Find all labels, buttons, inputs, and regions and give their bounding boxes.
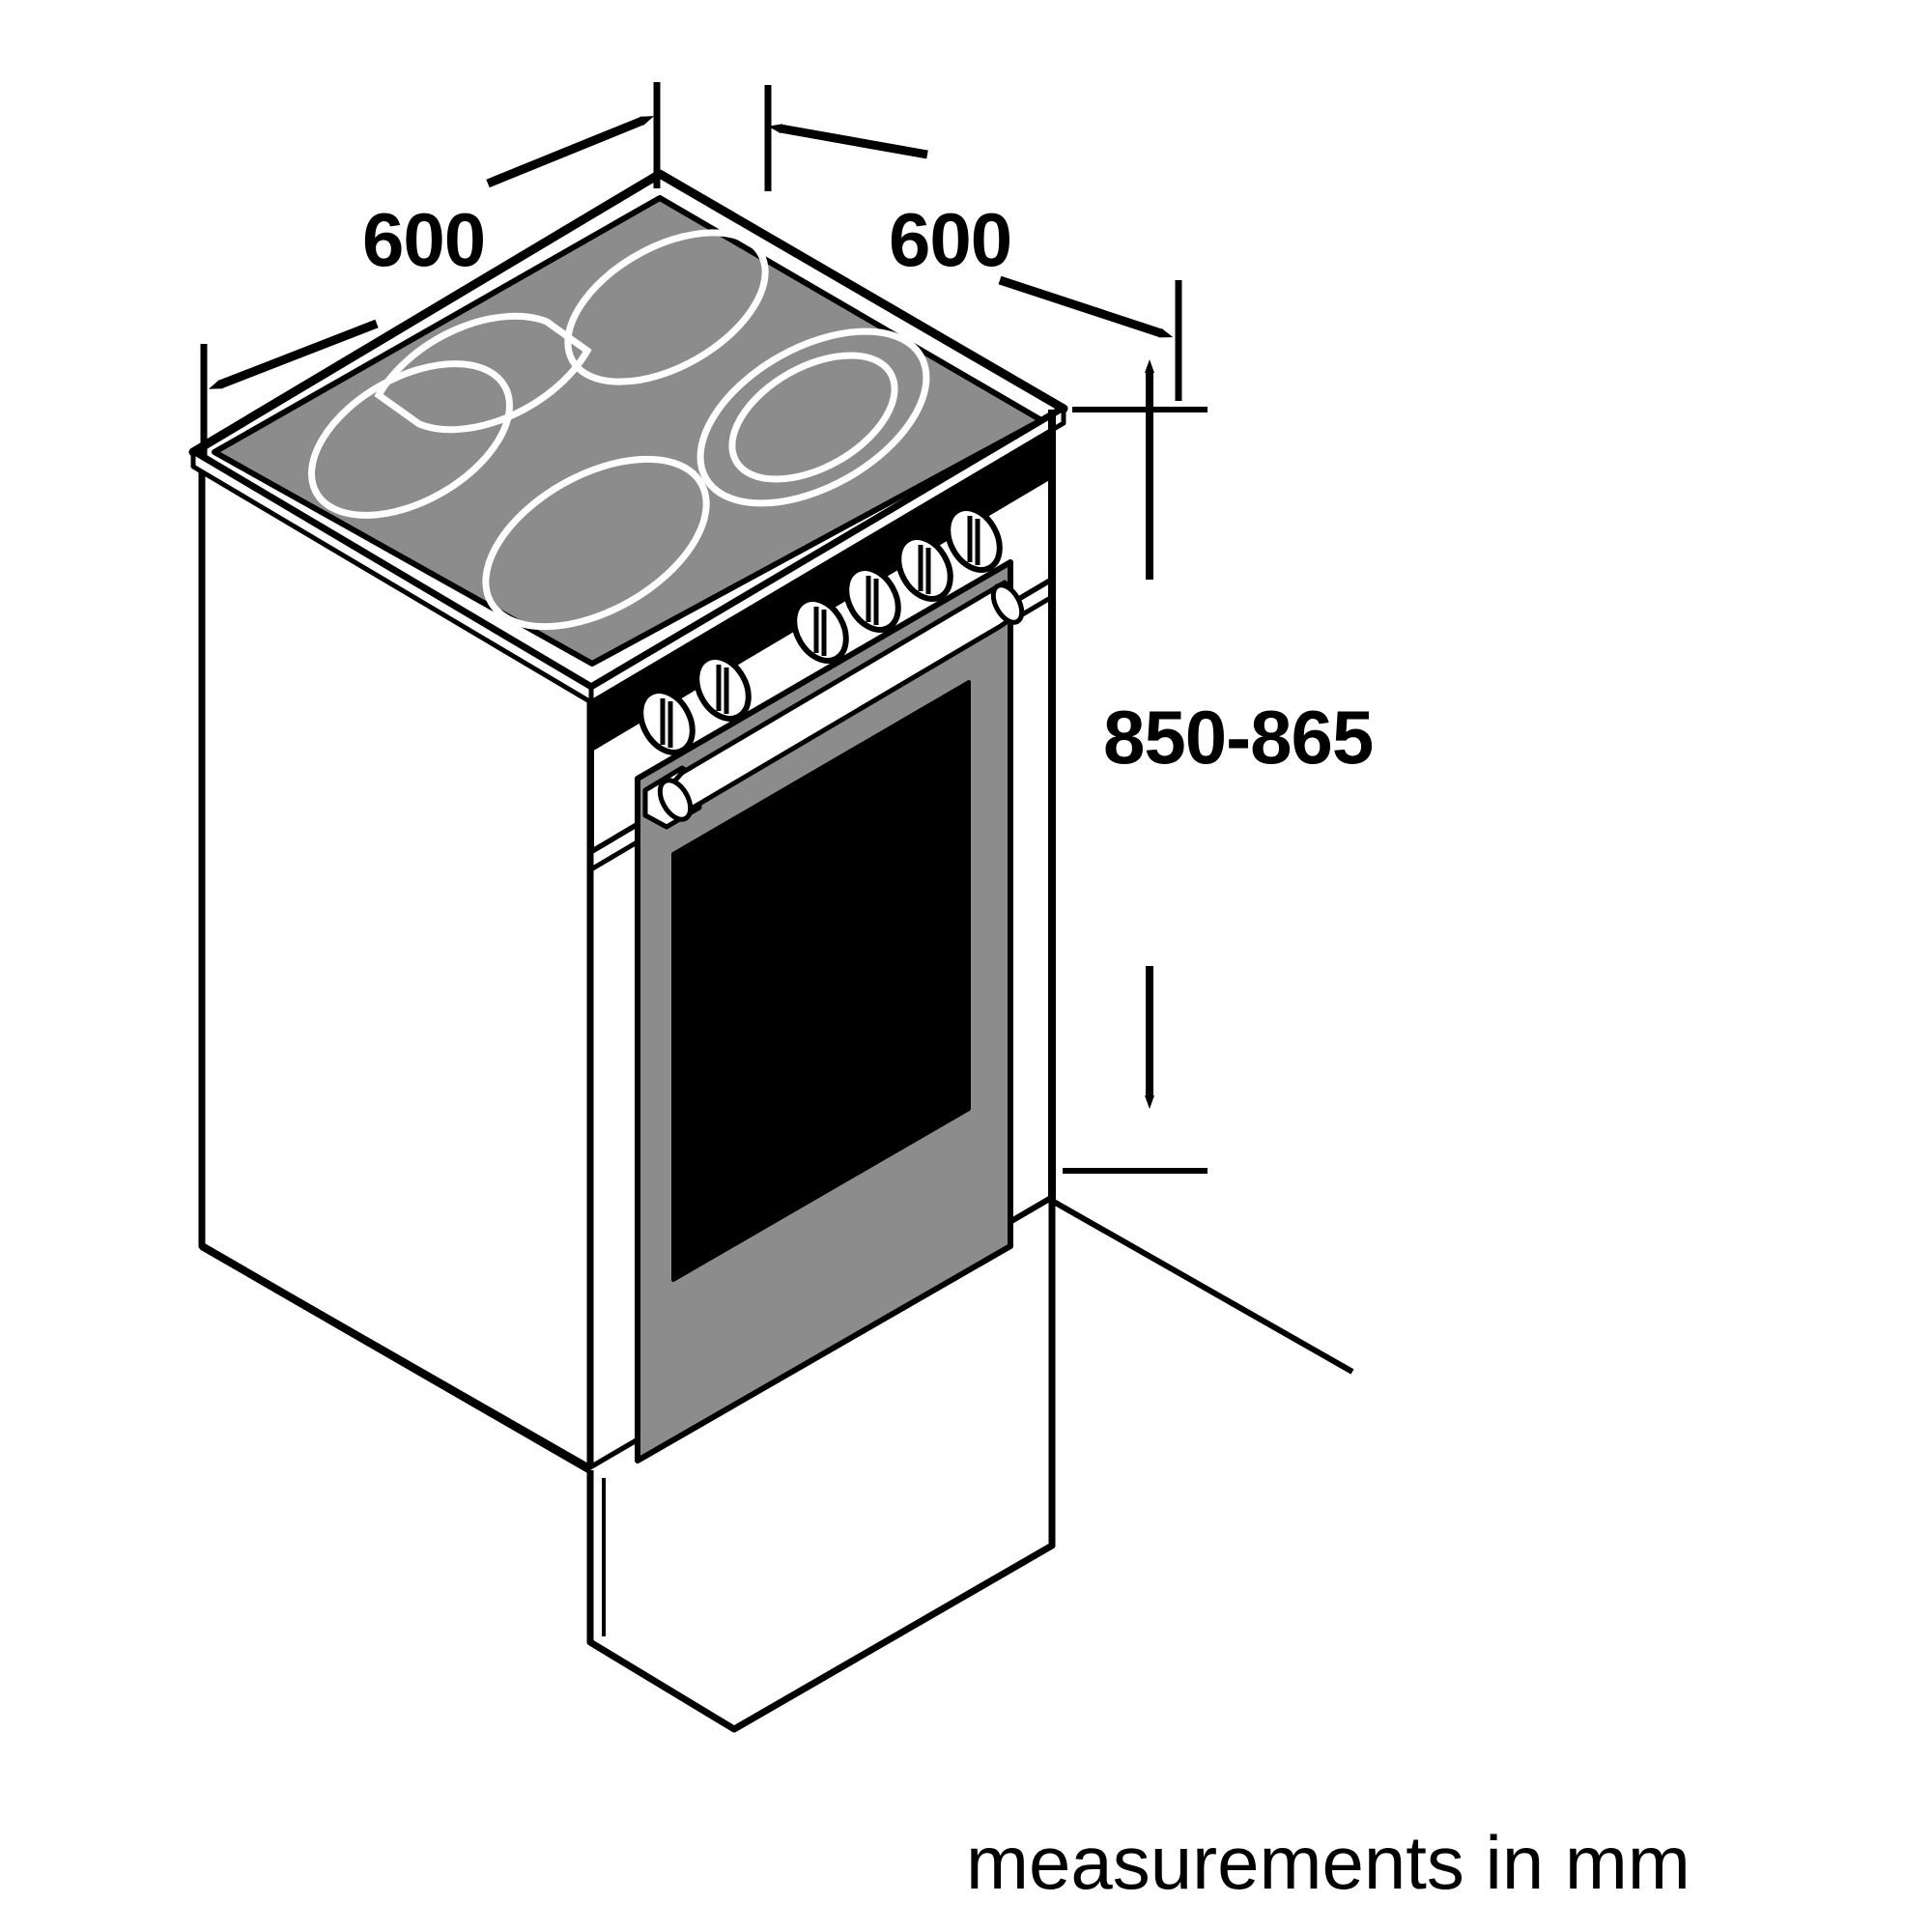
left-panel-bottom-edge	[200, 1242, 592, 1474]
dimension-label-depth: 600	[362, 197, 485, 282]
oven-door[interactable]	[635, 559, 1028, 1463]
dimension-width: 600	[764, 85, 1182, 401]
dimension-depth: 600	[200, 82, 661, 459]
hob-zone-rear-left	[564, 229, 769, 385]
dimension-height: 850-865	[1050, 359, 1374, 1375]
hob-zone-rear-right-outer	[696, 327, 930, 507]
hob-zone-rear-right-inner	[728, 352, 898, 483]
knob-4[interactable]	[836, 559, 908, 639]
door-handle-end-cap	[657, 778, 694, 822]
knob-2[interactable]	[686, 648, 758, 728]
depth-dimension-line-lower	[208, 319, 379, 389]
width-dimension-line-right	[998, 275, 1174, 338]
ceramic-hob	[188, 169, 1068, 705]
hob-zone-front-left-oval	[374, 312, 592, 434]
knob-6[interactable]	[937, 499, 1009, 580]
measurement-unit-caption: measurements in mm	[966, 1820, 1690, 1905]
dimension-label-height: 850-865	[1103, 695, 1373, 780]
depth-dimension-line-upper	[486, 116, 655, 188]
door-handle-right-cap	[990, 582, 1025, 625]
width-dimension-line-left	[768, 124, 928, 159]
height-base-lead-line	[1050, 1198, 1354, 1375]
hob-zone-front-right	[482, 455, 710, 631]
hob-zone-front-left-circle	[308, 360, 513, 519]
knob-3[interactable]	[783, 590, 856, 670]
knob-5[interactable]	[888, 528, 960, 609]
dimension-label-width: 600	[889, 197, 1011, 282]
oven-door-glass	[671, 680, 971, 1282]
base-outline	[586, 1201, 1056, 1733]
knob-group[interactable]	[630, 499, 1009, 762]
